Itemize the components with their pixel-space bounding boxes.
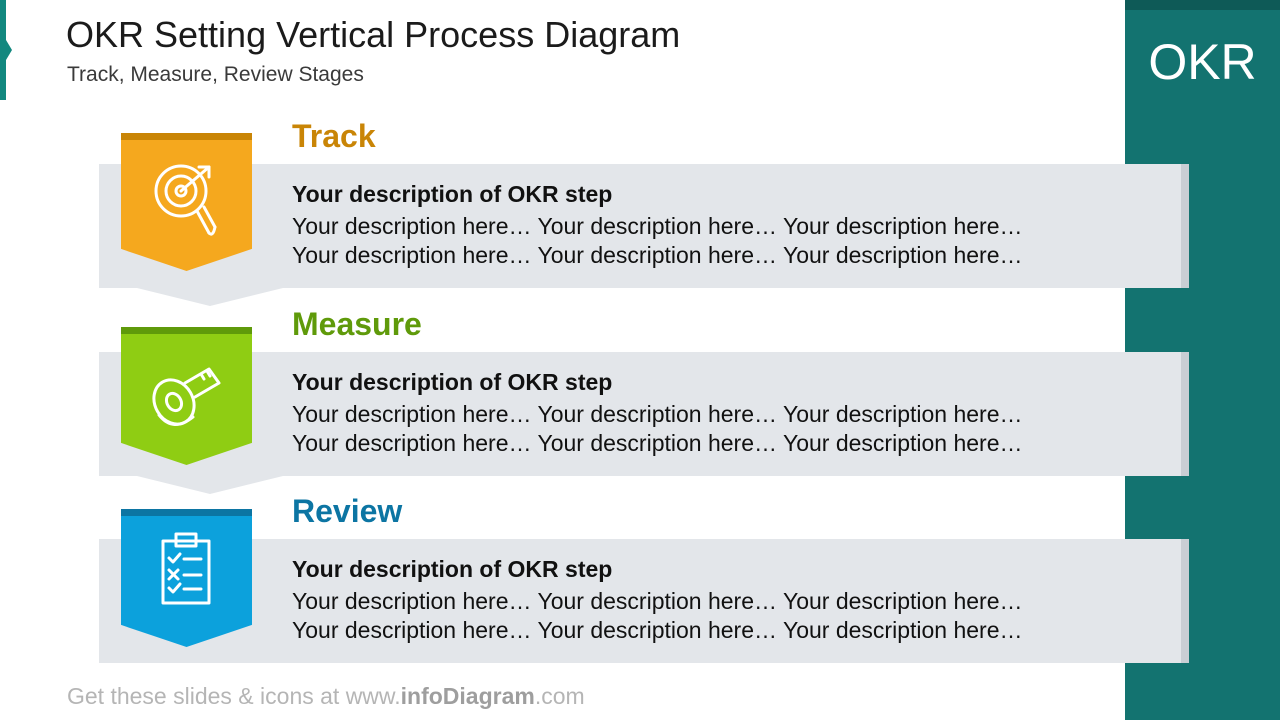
- stage-title: Measure: [292, 306, 422, 342]
- stage-description-line: Your description here… Your description …: [292, 430, 1023, 456]
- stage-band: [99, 164, 1189, 288]
- checklist-clipboard-icon: [161, 532, 211, 605]
- target-magnifier-icon: [154, 164, 217, 236]
- footer-credit: Get these slides & icons at www.infoDiag…: [67, 683, 585, 710]
- stage-ribbon: [121, 133, 252, 271]
- stage-title: Review: [292, 493, 403, 529]
- stage-description-line: Your description here… Your description …: [292, 242, 1023, 268]
- stage-title: Track: [292, 118, 376, 154]
- stage-connector-arrow: [137, 476, 283, 494]
- side-panel-label: OKR: [1148, 34, 1257, 90]
- stage-connector-arrow: [137, 288, 283, 306]
- ribbon-top-strip: [121, 327, 252, 334]
- stage-description-heading: Your description of OKR step: [292, 556, 613, 582]
- stage-description-line: Your description here… Your description …: [292, 617, 1023, 643]
- stage-description-line: Your description here… Your description …: [292, 213, 1023, 239]
- stage-band: [99, 352, 1189, 476]
- footer-prefix: Get these slides & icons at www.: [67, 683, 401, 709]
- slide-subtitle: Track, Measure, Review Stages: [67, 63, 364, 86]
- footer-brand: infoDiagram: [400, 683, 535, 709]
- stage-ribbon: [121, 509, 252, 647]
- side-panel-top-strip: [1125, 0, 1280, 10]
- stage-ribbon: [121, 327, 252, 465]
- ribbon-top-strip: [121, 133, 252, 140]
- stage-description-heading: Your description of OKR step: [292, 369, 613, 395]
- left-accent-bar: [0, 0, 12, 100]
- stage-band: [99, 539, 1189, 663]
- slide-title: OKR Setting Vertical Process Diagram: [66, 14, 681, 55]
- footer-suffix: .com: [534, 683, 585, 709]
- ribbon-top-strip: [121, 509, 252, 516]
- measuring-tape-icon: [152, 367, 221, 426]
- stage-description-line: Your description here… Your description …: [292, 401, 1023, 427]
- stage-description-heading: Your description of OKR step: [292, 181, 613, 207]
- stage-description-line: Your description here… Your description …: [292, 588, 1023, 614]
